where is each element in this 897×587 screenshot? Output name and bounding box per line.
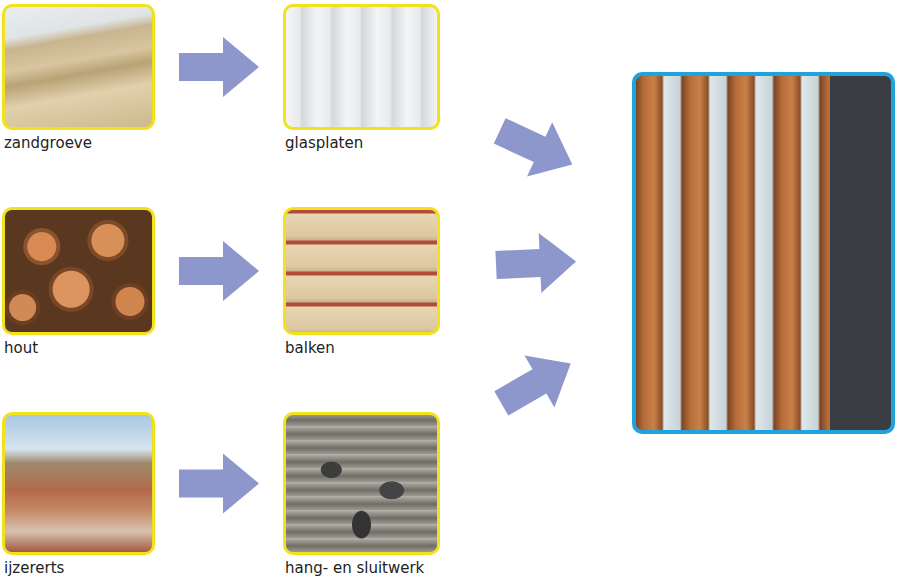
- photo-caption: hout: [4, 339, 38, 357]
- material-node: hout: [2, 207, 155, 361]
- flow-arrow: [494, 355, 570, 415]
- material-node: ijzererts: [2, 412, 155, 581]
- material-node: hang- en sluitwerk: [283, 412, 440, 581]
- photo-caption: zandgroeve: [4, 134, 92, 152]
- hardware-photo: [283, 412, 440, 555]
- building-facade-photo: [632, 72, 895, 434]
- photo-caption: ijzererts: [4, 559, 64, 577]
- sand-pit-photo: [2, 4, 155, 130]
- flow-arrow: [179, 454, 259, 514]
- photo-caption: hang- en sluitwerk: [285, 559, 424, 577]
- beams-photo: [283, 207, 440, 335]
- material-node: glasplaten: [283, 4, 440, 156]
- flow-arrow: [179, 37, 259, 97]
- material-node: zandgroeve: [2, 4, 155, 156]
- glass-sheets-photo: [283, 4, 440, 130]
- iron-ore-photo: [2, 412, 155, 555]
- material-node: [632, 72, 895, 434]
- logs-photo: [2, 207, 155, 335]
- flow-arrow: [179, 241, 259, 301]
- flow-arrow: [494, 118, 573, 176]
- photo-caption: glasplaten: [285, 134, 363, 152]
- material-node: balken: [283, 207, 440, 361]
- photo-caption: balken: [285, 339, 335, 357]
- flow-arrow: [495, 233, 576, 293]
